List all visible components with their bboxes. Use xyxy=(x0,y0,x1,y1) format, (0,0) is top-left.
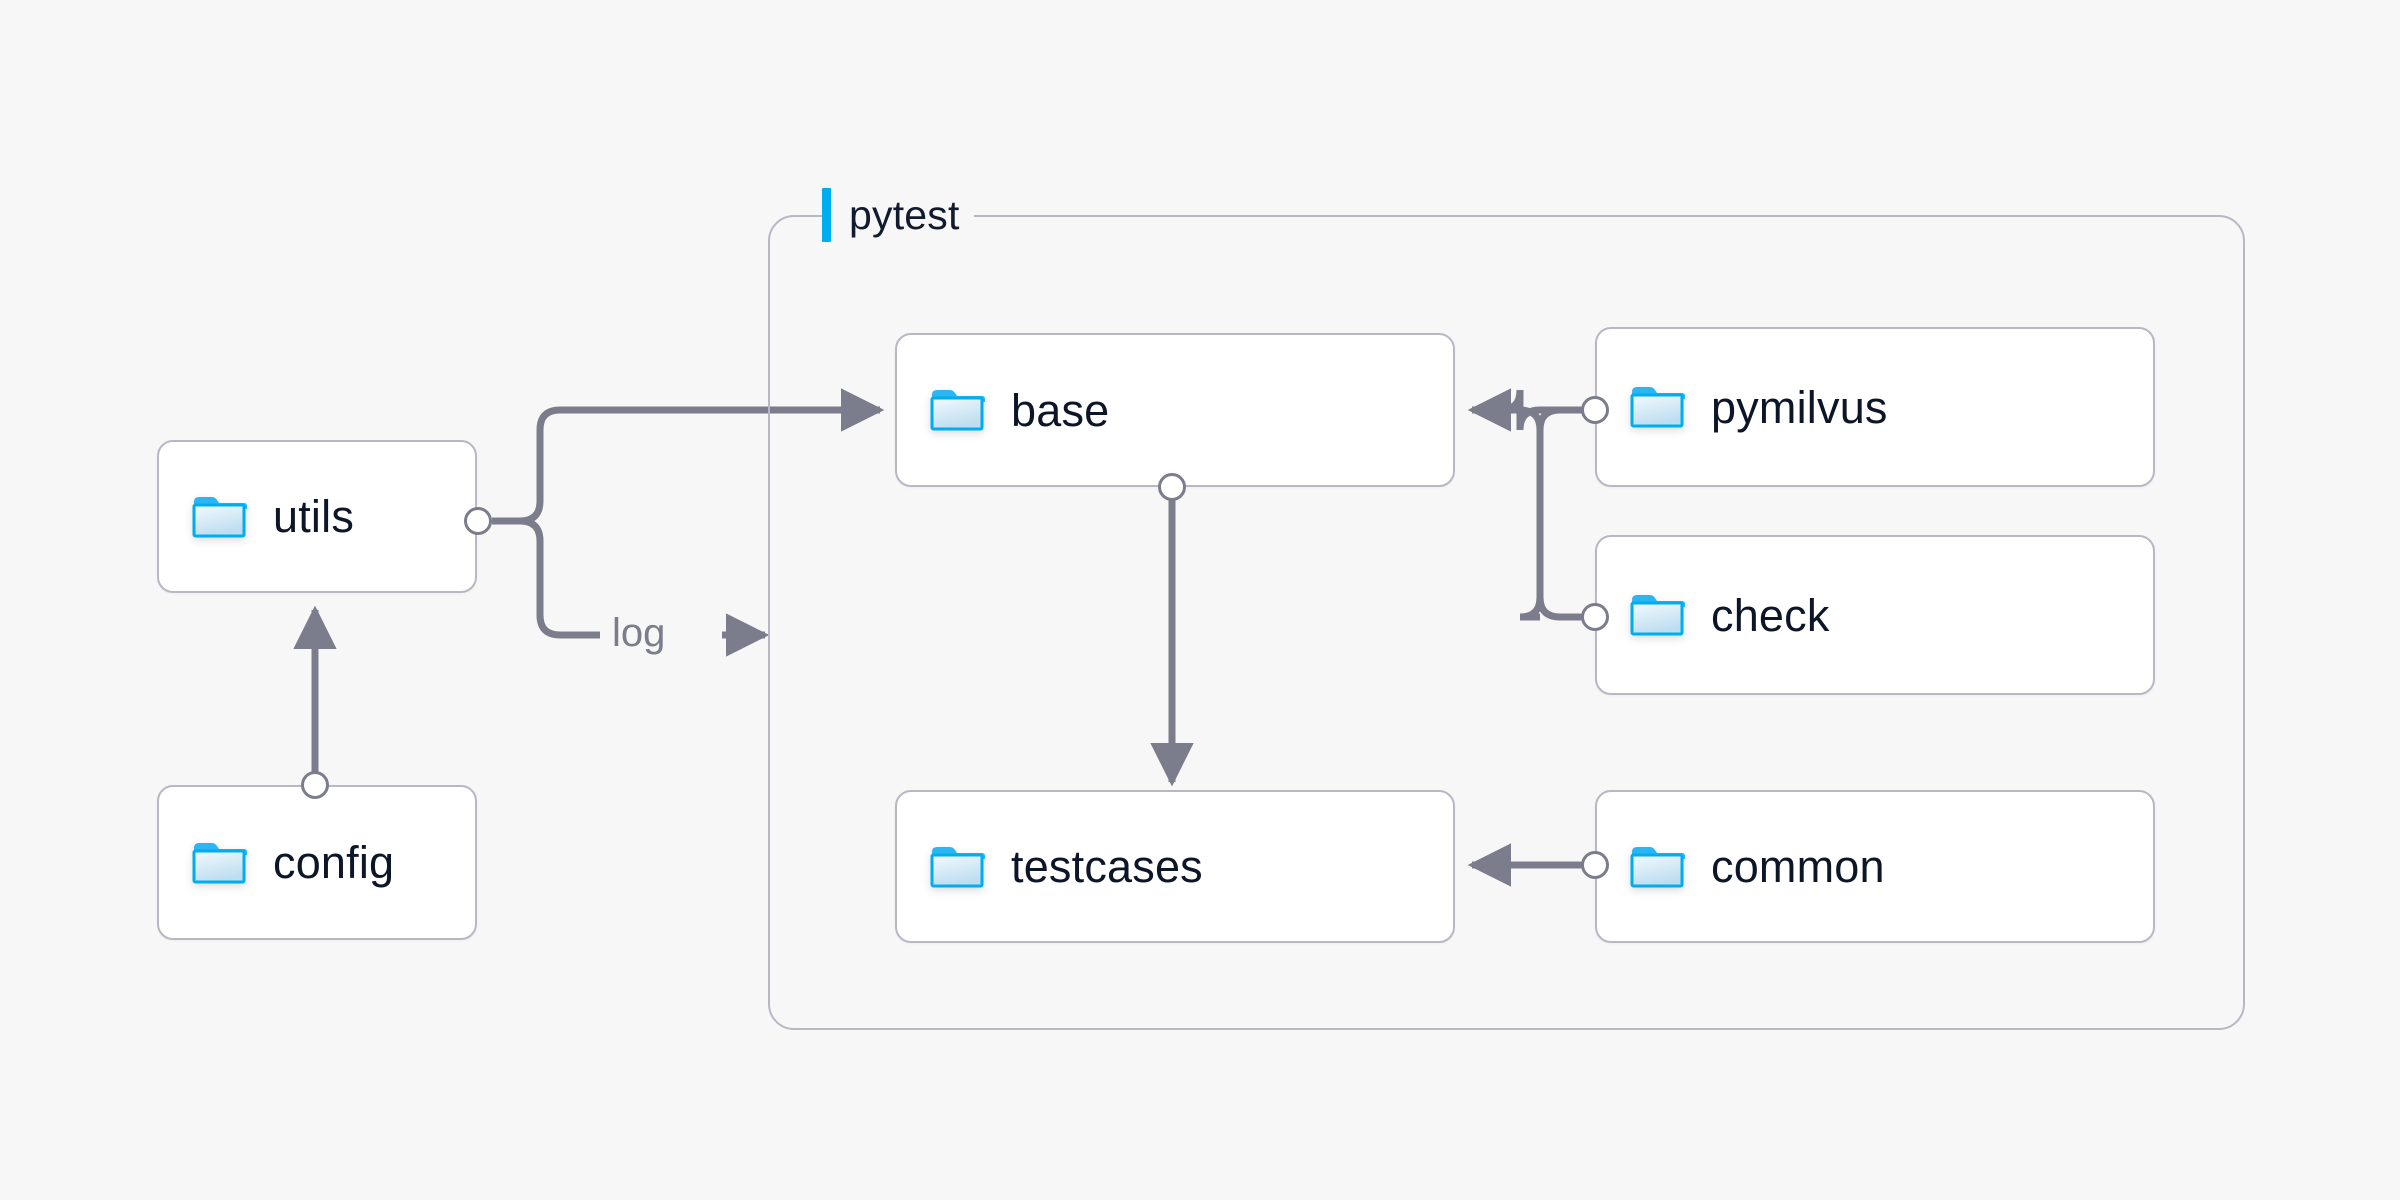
node-utils-content: utils xyxy=(159,494,354,540)
node-common[interactable]: common xyxy=(1595,790,2155,943)
node-testcases[interactable]: testcases xyxy=(895,790,1455,943)
port-check-left[interactable] xyxy=(1581,603,1609,631)
node-testcases-content: testcases xyxy=(897,844,1203,890)
node-common-label: common xyxy=(1711,841,1885,892)
node-pymilvus-content: pymilvus xyxy=(1597,384,1888,430)
folder-icon xyxy=(1630,595,1685,636)
folder-icon xyxy=(1630,387,1685,428)
port-utils-right[interactable] xyxy=(464,507,492,535)
edge-utils-log xyxy=(492,517,600,639)
port-pymilvus-left[interactable] xyxy=(1581,396,1609,424)
folder-icon xyxy=(192,842,247,883)
node-utils-label: utils xyxy=(273,491,355,542)
node-check-label: check xyxy=(1711,589,1830,641)
group-title: pytest xyxy=(849,191,960,238)
node-config[interactable]: config xyxy=(157,785,477,940)
port-base-bottom[interactable] xyxy=(1158,473,1186,501)
node-config-label: config xyxy=(273,837,395,888)
port-common-left[interactable] xyxy=(1581,851,1609,879)
node-pymilvus[interactable]: pymilvus xyxy=(1595,327,2155,487)
group-accent-bar xyxy=(822,188,831,242)
node-testcases-label: testcases xyxy=(1011,841,1203,892)
node-base-content: base xyxy=(897,387,1109,433)
node-check[interactable]: check xyxy=(1595,535,2155,695)
port-config-top[interactable] xyxy=(301,771,329,799)
folder-icon xyxy=(930,846,985,887)
node-base-label: base xyxy=(1011,384,1110,436)
folder-icon xyxy=(192,496,247,537)
node-pymilvus-label: pymilvus xyxy=(1711,381,1888,433)
edge-label-log: log xyxy=(604,613,674,653)
node-config-content: config xyxy=(159,840,394,886)
pytest-group-label: pytest xyxy=(822,188,974,242)
node-base[interactable]: base xyxy=(895,333,1455,487)
folder-icon xyxy=(930,390,985,431)
node-check-content: check xyxy=(1597,592,1830,638)
node-utils[interactable]: utils xyxy=(157,440,477,593)
node-common-content: common xyxy=(1597,844,1885,890)
folder-icon xyxy=(1630,846,1685,887)
